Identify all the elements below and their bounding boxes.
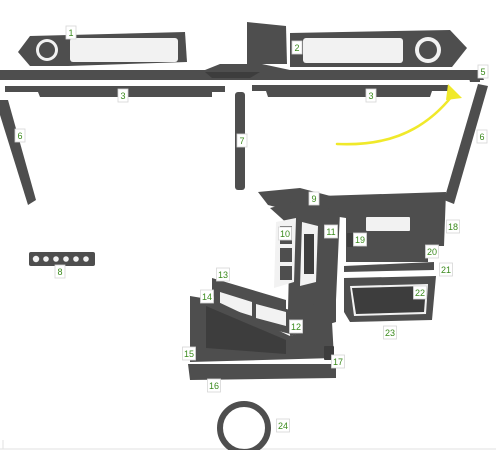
callout-15: 15 <box>182 346 196 361</box>
callout-number: 16 <box>209 381 219 391</box>
callout-number: 9 <box>311 194 316 204</box>
part-8-switch-panel <box>29 252 95 266</box>
callout-18: 18 <box>446 219 460 234</box>
part-21-glovebox-strip <box>344 262 434 272</box>
callout-17: 17 <box>331 354 345 369</box>
callout-6: 6 <box>14 128 26 143</box>
callout-number: 6 <box>17 131 22 141</box>
callout-number: 24 <box>278 421 288 431</box>
callout-14: 14 <box>200 289 214 304</box>
callout-9: 9 <box>308 191 320 206</box>
part-1-left-instrument-panel <box>18 32 187 66</box>
part-6-right-pillar <box>444 84 488 204</box>
part-3-right-lower-strip <box>252 85 448 97</box>
callout-6: 6 <box>476 129 488 144</box>
part-24-ring <box>217 401 271 450</box>
callout-23: 23 <box>383 325 397 340</box>
callout-5: 5 <box>477 64 489 79</box>
callout-16: 16 <box>207 378 221 393</box>
callout-10: 10 <box>278 226 292 241</box>
dashboard-top-strip <box>0 64 484 80</box>
callout-24: 24 <box>276 418 290 433</box>
callout-number: 3 <box>120 91 125 101</box>
callout-7: 7 <box>236 133 248 148</box>
callout-number: 12 <box>291 322 301 332</box>
callout-number: 23 <box>385 328 395 338</box>
callout-21: 21 <box>439 262 453 277</box>
callout-11: 11 <box>324 224 338 239</box>
part-3-left-lower-strip <box>5 86 225 97</box>
callout-19: 19 <box>353 232 367 247</box>
callout-number: 14 <box>202 292 212 302</box>
callout-8: 8 <box>54 264 66 279</box>
callout-3: 3 <box>365 88 377 103</box>
callout-number: 11 <box>326 227 335 237</box>
callout-number: 18 <box>448 222 458 232</box>
callout-number: 7 <box>239 136 244 146</box>
callout-number: 1 <box>68 28 73 38</box>
part-22-glovebox-door <box>344 276 436 322</box>
callout-number: 15 <box>184 349 194 359</box>
callout-22: 22 <box>413 285 427 300</box>
callout-number: 10 <box>280 229 290 239</box>
callout-number: 19 <box>355 235 365 245</box>
part-5-right-tip <box>468 70 480 82</box>
callout-number: 2 <box>294 43 299 53</box>
callout-12: 12 <box>289 319 303 334</box>
callout-number: 13 <box>218 270 228 280</box>
callout-number: 17 <box>333 357 343 367</box>
center-console-stack <box>190 200 340 362</box>
callout-13: 13 <box>216 267 230 282</box>
callout-number: 20 <box>427 247 437 257</box>
part-16-base-plate <box>188 364 336 380</box>
callout-1: 1 <box>65 25 77 40</box>
callout-number: 8 <box>57 267 62 277</box>
callout-3: 3 <box>117 88 129 103</box>
callout-number: 5 <box>480 67 485 77</box>
part-20-glovebox-strip <box>347 258 424 262</box>
callout-number: 21 <box>441 265 451 275</box>
callout-number: 3 <box>368 91 373 101</box>
part-6-left-pillar <box>0 100 36 205</box>
callout-number: 22 <box>415 288 425 298</box>
callout-20: 20 <box>425 244 439 259</box>
callout-number: 6 <box>479 132 484 142</box>
part-2-right-instrument-panel <box>247 22 467 67</box>
install-direction-arrow <box>335 84 462 146</box>
callout-2: 2 <box>291 40 303 55</box>
